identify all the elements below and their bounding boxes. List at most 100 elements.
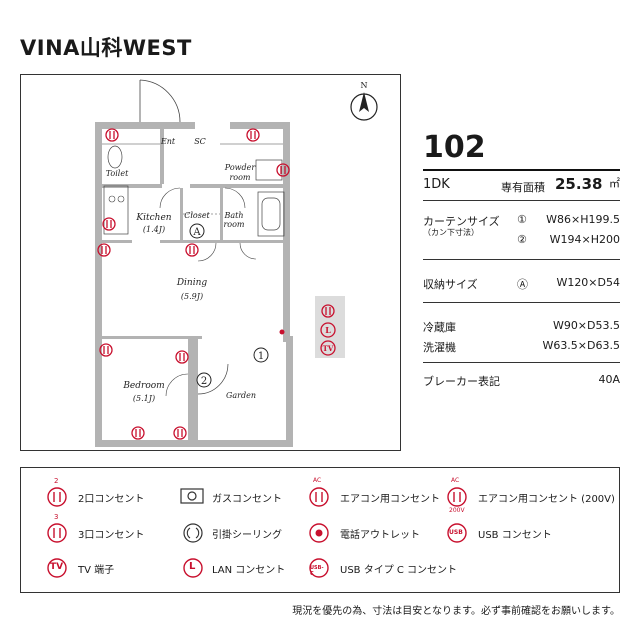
outlet-2-icon bbox=[185, 243, 199, 257]
usb-c-outlet-icon bbox=[309, 558, 329, 578]
ceiling-hook-icon bbox=[183, 523, 203, 543]
divider bbox=[423, 259, 620, 260]
closet-label: Closet bbox=[184, 211, 210, 220]
sc-label: SC bbox=[194, 137, 206, 146]
outlet-2-icon bbox=[105, 128, 119, 142]
usb-outlet-icon bbox=[447, 523, 467, 543]
curtain-2-value: W194×H200 bbox=[549, 233, 620, 246]
kitchen-size: (1.4J) bbox=[143, 225, 165, 234]
dining-label: Dining bbox=[176, 278, 208, 288]
legend-sym-l: L bbox=[189, 561, 196, 572]
lan-letter: L bbox=[325, 325, 331, 335]
outlet-2-icon bbox=[102, 217, 116, 231]
lan-icon bbox=[320, 322, 336, 338]
legend-gas-label: ガスコンセント bbox=[212, 494, 282, 505]
ac-200v-outlet-icon bbox=[447, 487, 467, 507]
outlet-2-icon bbox=[321, 304, 335, 318]
divider bbox=[423, 169, 620, 171]
bedroom-label: Bedroom bbox=[122, 381, 164, 391]
washer-value: W63.5×D63.5 bbox=[542, 339, 620, 352]
outlet-2-icon bbox=[131, 426, 145, 440]
room-number: 102 bbox=[423, 130, 486, 165]
legend-sym-ac-200: AC bbox=[451, 477, 460, 484]
fridge-label: 冷蔵庫 bbox=[423, 321, 456, 334]
outlet-2-icon bbox=[276, 163, 290, 177]
ent-label: Ent bbox=[160, 137, 176, 146]
legend bbox=[20, 467, 620, 593]
floor-plan: N Ent SC Toilet bbox=[95, 79, 378, 447]
storage-row: 収納サイズ Ⓐ W120×D54 bbox=[423, 276, 620, 292]
outlet-2-icon bbox=[99, 343, 113, 357]
legend-outlet3-label: 3口コンセント bbox=[78, 530, 145, 541]
svg-text:1: 1 bbox=[258, 351, 264, 362]
bath-room-label-2: room bbox=[223, 220, 244, 229]
dining-size: (5.9J) bbox=[181, 292, 203, 301]
ac-outlet-icon bbox=[309, 487, 329, 507]
curtain-2-mark: ② bbox=[517, 233, 527, 246]
curtain-1-mark: ① bbox=[517, 213, 527, 226]
storage-mark: Ⓐ bbox=[517, 278, 528, 291]
area-unit: ㎡ bbox=[609, 177, 620, 190]
legend-ceiling-label: 引掛シーリング bbox=[212, 530, 282, 541]
legend-sym-2: 2 bbox=[54, 477, 59, 485]
phone-outlet-icon bbox=[309, 523, 329, 543]
legend-sym-3: 3 bbox=[54, 513, 59, 521]
legend-usbc-label: USB タイプ C コンセント bbox=[340, 565, 458, 576]
svg-text:2: 2 bbox=[201, 376, 207, 387]
outlet-2-icon bbox=[175, 350, 189, 364]
divider bbox=[423, 200, 620, 201]
tv-outlet-icon bbox=[47, 558, 67, 578]
walls bbox=[95, 122, 293, 447]
compass-icon: N bbox=[350, 81, 378, 121]
curtain-1-value: W86×H199.5 bbox=[546, 213, 620, 226]
lan-outlet-icon bbox=[183, 558, 203, 578]
toilet-label: Toilet bbox=[106, 169, 129, 178]
outlet-3-icon bbox=[97, 243, 111, 257]
storage-label: 収納サイズ bbox=[423, 278, 478, 291]
storage-a-marker: A bbox=[189, 223, 205, 239]
legend-sym-200v: 200V bbox=[449, 507, 465, 514]
outlet-3-icon bbox=[47, 523, 67, 543]
breaker-value: 40A bbox=[598, 373, 620, 386]
outlet-2-icon bbox=[246, 128, 260, 142]
breaker-row: ブレーカー表記 40A bbox=[423, 373, 620, 389]
phone-outlet-icon bbox=[279, 329, 285, 335]
divider bbox=[423, 302, 620, 303]
legend-tv-label: TV 端子 bbox=[78, 565, 115, 576]
legend-outlet2-label: 2口コンセント bbox=[78, 494, 145, 505]
tv-icon bbox=[320, 340, 336, 356]
outlet-2-icon bbox=[47, 487, 67, 507]
unit-type: 1DK bbox=[423, 177, 450, 192]
fridge-row: 冷蔵庫 W90×D53.5 bbox=[423, 319, 620, 335]
type-row: 1DK 専有面積 25.38 ㎡ bbox=[423, 175, 620, 197]
outlet-2-icon bbox=[173, 426, 187, 440]
curtain-label: カーテンサイズ bbox=[423, 215, 500, 228]
curtain-sublabel: （カン下寸法） bbox=[423, 228, 479, 237]
legend-usb-label: USB コンセント bbox=[478, 530, 552, 541]
floor-plan-frame bbox=[20, 74, 401, 451]
compass-n-label: N bbox=[361, 81, 368, 90]
washer-label: 洗濯機 bbox=[423, 341, 456, 354]
footnote: 現況を優先の為、寸法は目安となります。必ず事前確認をお願いします。 bbox=[292, 606, 620, 617]
kitchen-label: Kitchen bbox=[135, 213, 171, 223]
garden-label: Garden bbox=[226, 391, 256, 400]
legend-phone-label: 電話アウトレット bbox=[340, 530, 420, 541]
legend-ac-label: エアコン用コンセント bbox=[340, 494, 440, 505]
svg-text:A: A bbox=[192, 227, 201, 238]
legend-sym-usb: USB bbox=[449, 529, 463, 536]
divider bbox=[423, 362, 620, 363]
bedroom-size: (5.1J) bbox=[133, 394, 155, 403]
legend-lan-label: LAN コンセント bbox=[212, 565, 286, 576]
storage-value: W120×D54 bbox=[556, 276, 620, 289]
curtain-1-marker: 1 bbox=[253, 347, 269, 363]
legend-sym-ac: AC bbox=[313, 477, 322, 484]
area-value: 25.38 bbox=[555, 175, 603, 193]
washer-row: 洗濯機 W63.5×D63.5 bbox=[423, 339, 620, 355]
gas-outlet-icon bbox=[180, 488, 204, 504]
curtain-row: カーテンサイズ （カン下寸法） ① W86×H199.5 ② W194×H200 bbox=[423, 213, 620, 253]
outlets bbox=[97, 128, 336, 440]
fridge-value: W90×D53.5 bbox=[552, 319, 620, 332]
legend-sym-usbc: USB-C bbox=[310, 565, 324, 577]
curtain-2-marker: 2 bbox=[196, 372, 212, 388]
